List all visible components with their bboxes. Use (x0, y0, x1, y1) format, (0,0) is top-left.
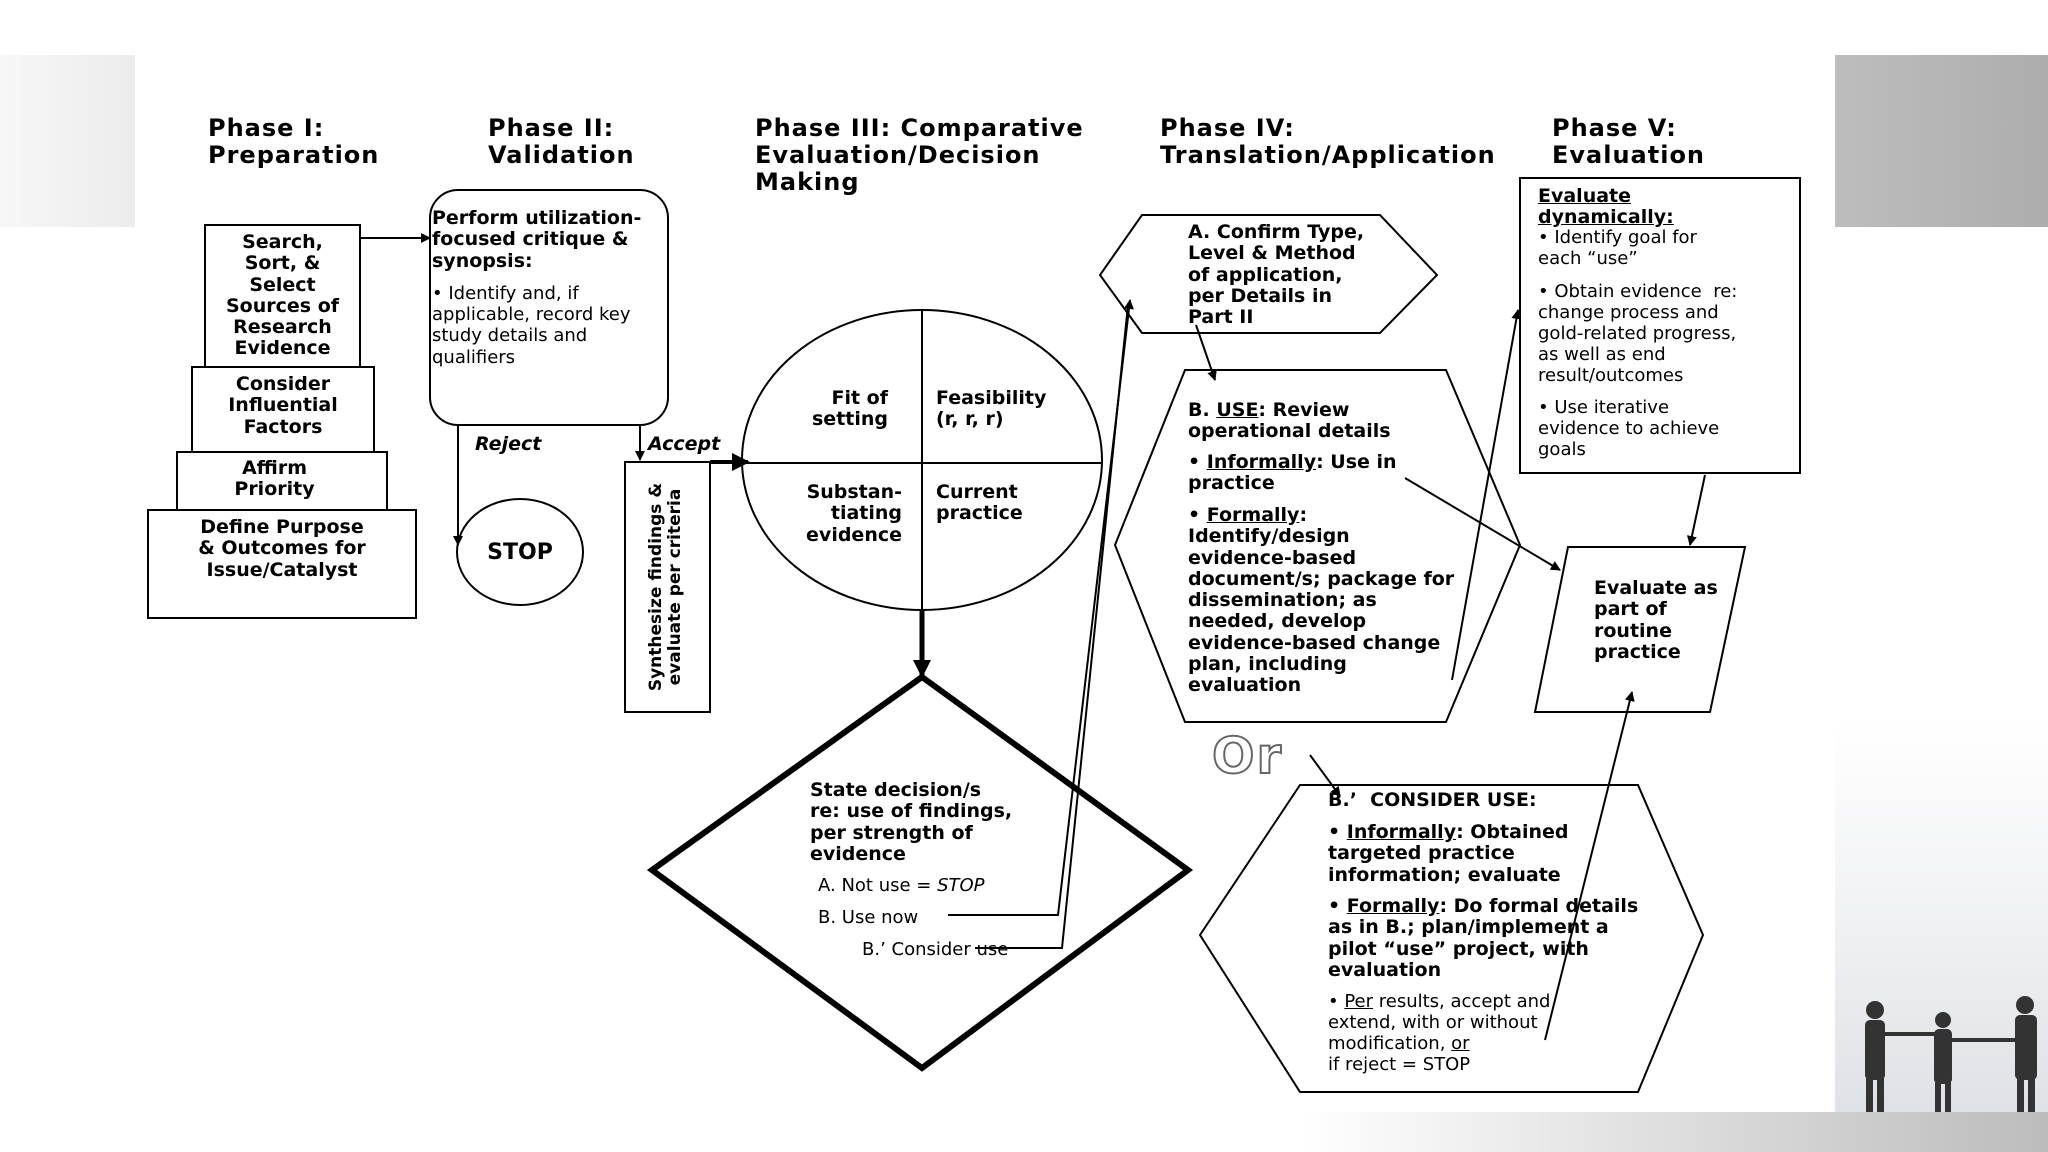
decision-option-a: A. Not use = STOP (818, 875, 985, 896)
slide-photo-people (1835, 720, 2048, 1140)
confirm-label: A. Confirm Type, Level & Method of appli… (1188, 221, 1365, 329)
critique-box (429, 189, 669, 426)
affirm-label: Affirm Priority (234, 457, 315, 501)
use-formally: • Formally: Identify/design evidence-bas… (1188, 504, 1455, 697)
define-box (147, 509, 417, 619)
synthesize-box (624, 461, 711, 713)
phase-3-title: Phase III: Comparative Evaluation/Decisi… (755, 114, 1084, 197)
evaluate-bullet-2: • Obtain evidence re: change process and… (1538, 281, 1738, 386)
consider-use-title: B.’ CONSIDER USE: (1328, 789, 1537, 811)
slide-decoration-right (1835, 55, 2048, 227)
decision-diamond (646, 673, 1194, 1072)
people-silhouette-icon (1865, 996, 2037, 1130)
slide-bottom-bar (1300, 1112, 2048, 1152)
evaluate-bullet-1: • Identify goal for each “use” (1538, 227, 1697, 269)
consider-use-formally: • Formally: Do formal details as in B.; … (1328, 895, 1639, 981)
consider-label: Consider Influential Factors (228, 373, 338, 438)
synthesize-label: Synthesize findings & evaluate per crite… (646, 482, 685, 692)
use-title: B. USE: Review operational details (1188, 399, 1391, 443)
fit-of-setting: Fit of setting (812, 387, 888, 431)
feasibility: Feasibility (r, r, r) (936, 387, 1047, 431)
routine-practice-label: Evaluate as part of routine practice (1594, 577, 1718, 663)
or-label: Or (1211, 727, 1284, 785)
phase-5-title: Phase V: Evaluation (1552, 114, 1706, 170)
phase-4-title: Phase IV: Translation/Application (1160, 114, 1496, 170)
decision-title: State decision/s re: use of findings, pe… (810, 779, 1013, 865)
search-label: Search, Sort, & Select Sources of Resear… (225, 231, 340, 360)
confirm-hexagon (1098, 214, 1439, 334)
accept-label: Accept (648, 433, 721, 455)
routine-practice-box (1533, 546, 1747, 713)
use-hexagon (1113, 369, 1522, 723)
slide-decoration-left (0, 55, 135, 227)
stop-circle (456, 498, 584, 606)
consider-use-per-results: • Per results, accept and extend, with o… (1328, 991, 1551, 1075)
use-informally: • Informally: Use in practice (1188, 451, 1397, 495)
critique-bullet: • Identify and, if applicable, record ke… (432, 283, 631, 368)
evaluate-dynamically-title: Evaluate dynamically: (1538, 185, 1674, 229)
substantiating-evidence: Substan- tiating evidence (806, 481, 902, 546)
reject-label: Reject (475, 433, 542, 455)
evaluate-dynamically-box (1519, 177, 1801, 474)
consider-use-hexagon (1198, 784, 1705, 1093)
decision-option-b: B. Use now (818, 907, 919, 928)
define-label: Define Purpose & Outcomes for Issue/Cata… (198, 516, 366, 581)
current-practice: Current practice (936, 481, 1023, 525)
phase-2-title: Phase II: Validation (488, 114, 635, 170)
phase-1-title: Phase I: Preparation (208, 114, 380, 170)
consider-use-informally: • Informally: Obtained targeted practice… (1328, 821, 1569, 886)
decision-option-bp: B.’ Consider use (862, 939, 1009, 960)
stop-label: STOP (487, 540, 553, 565)
critique-title: Perform utilization- focused critique & … (432, 207, 642, 272)
evaluate-bullet-3: • Use iterative evidence to achieve goal… (1538, 397, 1720, 460)
